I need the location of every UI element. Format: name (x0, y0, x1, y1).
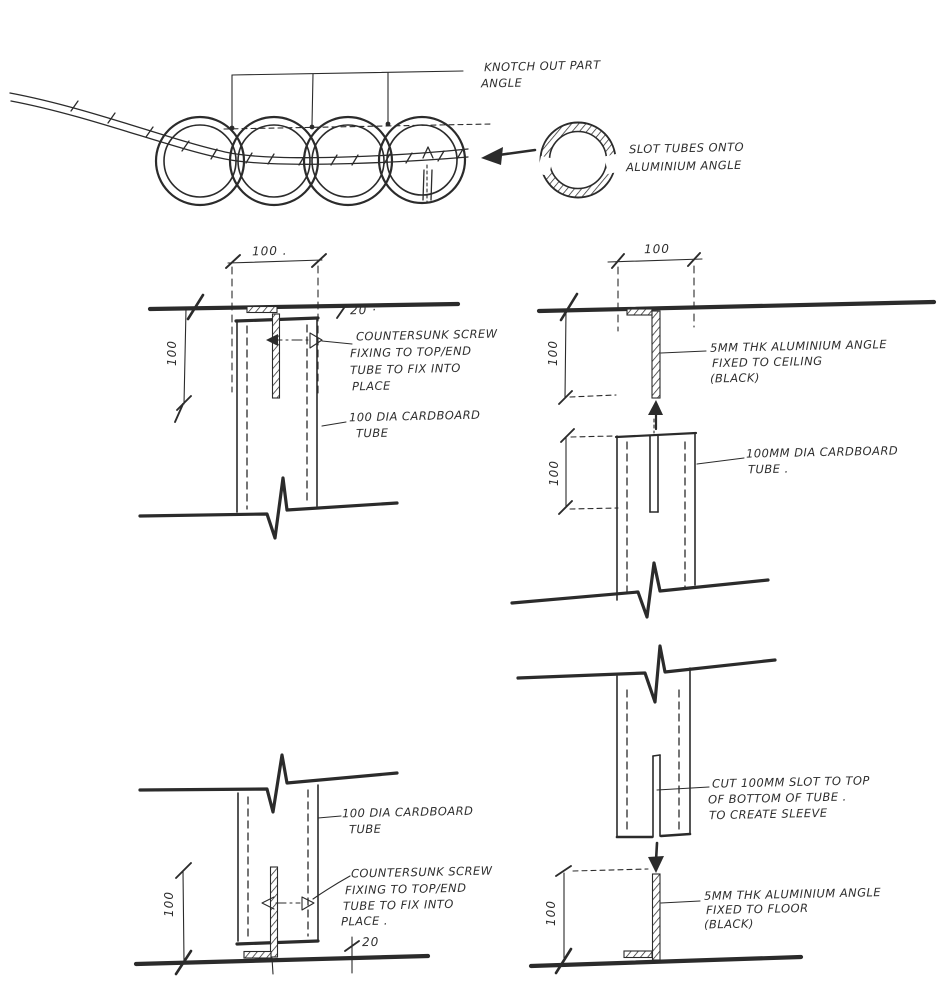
dim-label-gap: 20 · (349, 302, 378, 318)
detail-tube-top-slot (510, 418, 770, 619)
arrow-down-icon (648, 841, 664, 873)
leader-line (321, 340, 353, 345)
annotation-line: (BLACK) (709, 370, 760, 386)
ceiling-line (147, 301, 461, 312)
angle-horizontal-leg (243, 950, 272, 959)
annotation-line: ALUMINIUM ANGLE (625, 157, 742, 175)
leader-line (696, 457, 745, 465)
dim-label-height: 100 (544, 900, 558, 926)
angle-horizontal-leg (246, 305, 278, 314)
leader-line (317, 815, 342, 819)
annotation-line: COUNTERSUNK SCREW (350, 863, 493, 881)
detail-floor-screw (133, 753, 431, 976)
dim-label-height: 100 (165, 340, 179, 366)
annotation-line: 100 DIA CARDBOARD (341, 803, 474, 821)
annotation-line: TUBE TO FIX INTO (349, 360, 461, 378)
annotation-line: FIXED TO CEILING (711, 353, 823, 371)
annotation-line: PLACE (351, 378, 391, 394)
angle-horizontal-leg (623, 950, 653, 959)
countersunk-screw-icon (261, 896, 315, 911)
floor-line (133, 953, 431, 967)
annotation-line: FIXED TO FLOOR (705, 900, 809, 918)
arrow-up-icon (648, 400, 663, 431)
annotation-line: COUNTERSUNK SCREW (355, 326, 498, 344)
arrow-left-icon (481, 147, 537, 165)
angle-horizontal-leg (626, 308, 653, 316)
annotation-line: 100 DIA CARDBOARD (348, 407, 481, 425)
annotation-line: 100MM DIA CARDBOARD (745, 443, 899, 461)
plan-view (9, 70, 620, 207)
break-line (138, 753, 399, 814)
annotation-line: (BLACK) (703, 916, 754, 932)
annotation-line: FIXING TO TOP/END (349, 343, 472, 361)
leader-line (660, 350, 707, 354)
annotation-line: KNOTCH OUT PART (483, 57, 601, 75)
dim-label-height: 100 (546, 340, 560, 366)
dim-label-height: 100 (547, 460, 561, 486)
detail-tube-bottom-slot (516, 644, 777, 873)
leader-line (312, 875, 351, 900)
annotation-line: ANGLE (480, 75, 523, 91)
knockout-leader (223, 70, 493, 131)
annotation-line: FIXING TO TOP/END (344, 880, 467, 898)
tube-circle-3 (302, 115, 394, 207)
floor-line (528, 954, 804, 969)
annotation-line: TUBE TO FIX INTO (342, 896, 454, 914)
angle-vertical-leg (271, 313, 281, 399)
break-line (510, 561, 770, 619)
dim-label-width: 100 (643, 241, 671, 257)
annotation-line: TUBE (348, 821, 382, 837)
break-line (138, 476, 399, 540)
tube-circle-1 (154, 115, 246, 207)
tube-top-edge (614, 431, 698, 439)
annotation-line: TUBE (355, 425, 389, 441)
annotation-line: PLACE . (340, 913, 389, 929)
angle-section-ring (537, 121, 620, 199)
dim-label-height: 100 (162, 891, 176, 917)
leader-line (660, 900, 701, 904)
angle-vertical-leg (269, 866, 279, 958)
leader-line (321, 421, 347, 427)
detail-ceiling-screw (138, 253, 461, 540)
annotation-line: TO CREATE SLEEVE (708, 805, 828, 823)
angle-vertical-leg (651, 310, 661, 399)
angle-vertical-leg (651, 873, 661, 961)
annotation-line: SLOT TUBES ONTO (628, 139, 745, 157)
annotation-line: OF BOTTOM OF TUBE . (707, 789, 847, 807)
tube-circle-2 (228, 115, 320, 207)
detail-ceiling-angle (536, 252, 937, 431)
ceiling-line (536, 299, 937, 314)
annotation-line: TUBE . (747, 461, 789, 477)
dim-label-width: 100 . (251, 243, 288, 259)
countersunk-screw-icon (266, 332, 323, 349)
detail-floor-angle (528, 865, 804, 975)
dim-label-gap: 20 (361, 934, 380, 950)
break-line (516, 644, 777, 704)
leader-line (656, 786, 710, 791)
